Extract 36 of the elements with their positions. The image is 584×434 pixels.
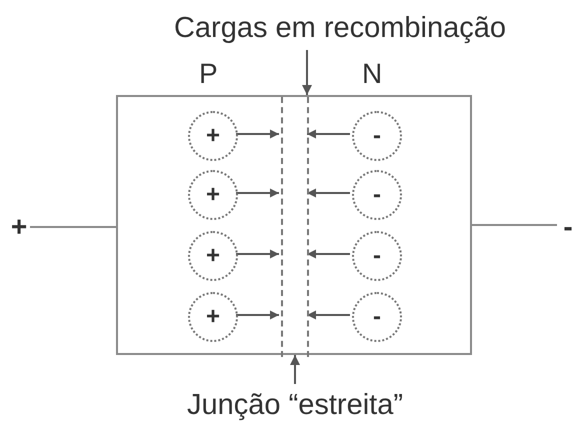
charge-sign: + <box>206 303 220 331</box>
charge-sign: + <box>206 181 220 209</box>
arrow <box>236 310 279 320</box>
wire <box>472 224 557 226</box>
arrow <box>236 188 279 198</box>
leader-line <box>290 355 300 384</box>
junction-region <box>281 97 309 357</box>
arrow <box>307 130 350 138</box>
arrow <box>307 310 350 320</box>
annotation-text: Cargas em recombinação <box>150 6 530 50</box>
charge-circle <box>188 170 238 220</box>
charge-sign: - <box>373 122 381 150</box>
terminal-sign: + <box>8 211 30 243</box>
charge-sign: + <box>206 122 220 150</box>
charge-circle <box>352 231 402 281</box>
leader-line <box>302 50 312 95</box>
charge-circle <box>188 231 238 281</box>
region-label: P <box>199 58 218 90</box>
charge-circle <box>352 111 402 161</box>
arrow <box>236 250 279 258</box>
wire <box>30 226 116 228</box>
terminal-sign: - <box>557 211 579 243</box>
annotation-text: Junção “estreita” <box>160 384 430 426</box>
arrow <box>236 130 279 138</box>
charge-circle <box>188 111 238 161</box>
charge-circle <box>188 292 238 342</box>
charge-circle <box>352 292 402 342</box>
arrow <box>307 188 350 198</box>
charge-sign: - <box>373 181 381 209</box>
region-label: N <box>362 58 382 90</box>
charge-sign: - <box>373 303 381 331</box>
charge-sign: - <box>373 242 381 270</box>
semiconductor-block <box>116 95 472 355</box>
charge-circle <box>352 170 402 220</box>
arrow <box>307 250 350 258</box>
charge-sign: + <box>206 242 220 270</box>
